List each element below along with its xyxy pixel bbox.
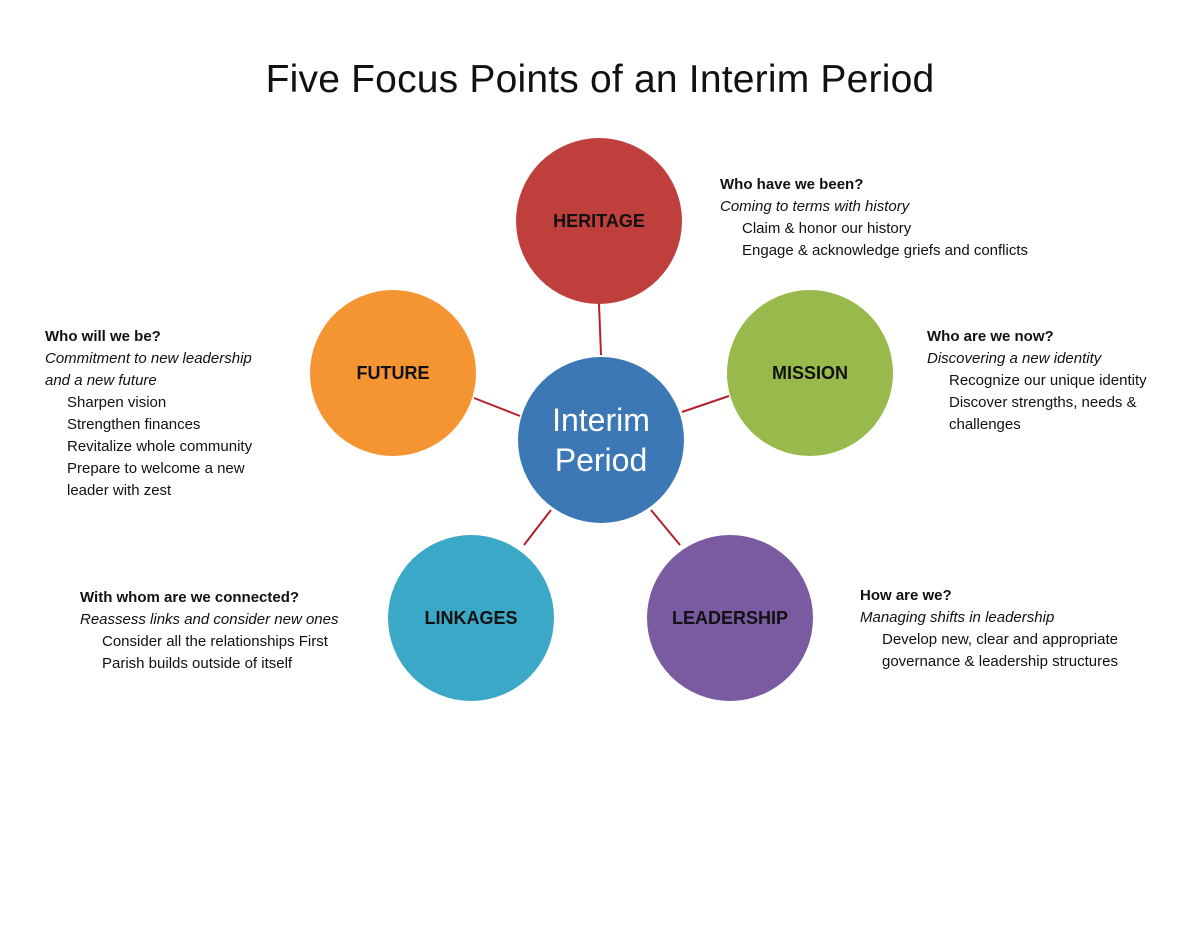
center-label: Interim Period <box>552 402 650 478</box>
heritage-question: Who have we been? <box>720 176 864 193</box>
linkages-circle: LINKAGES <box>388 535 554 701</box>
mission-circle: MISSION <box>727 290 893 456</box>
future-question: Who will we be? <box>45 328 161 345</box>
center-circle: Interim Period <box>518 357 684 523</box>
mission-subtitle: Discovering a new identity <box>927 350 1102 367</box>
leadership-circle: LEADERSHIP <box>647 535 813 701</box>
future-label: FUTURE <box>356 362 430 383</box>
leadership-question: How are we? <box>860 587 952 604</box>
linkages-label: LINKAGES <box>424 607 518 628</box>
linkages-question: With whom are we connected? <box>80 589 300 606</box>
heritage-circle: HERITAGE <box>516 138 682 304</box>
future-subtitle: and a new future <box>45 372 157 389</box>
linkages-item: Parish builds outside of itself <box>102 655 293 672</box>
mission-item: Recognize our unique identity <box>949 372 1147 389</box>
leadership-item: Develop new, clear and appropriate <box>882 631 1118 648</box>
mission-item: Discover strengths, needs & <box>949 394 1137 411</box>
heritage-item: Engage & acknowledge griefs and conflict… <box>742 242 1029 259</box>
heritage-item: Claim & honor our history <box>742 220 912 237</box>
diagram-title: Five Focus Points of an Interim Period <box>265 58 935 101</box>
future-item: Sharpen vision <box>67 394 167 411</box>
heritage-label: HERITAGE <box>553 210 645 231</box>
connector-leadership <box>650 509 681 546</box>
linkages-item: Consider all the relationships First <box>102 633 328 650</box>
future-item: Prepare to welcome a new <box>67 460 245 477</box>
connector-mission <box>681 395 730 413</box>
future-item: Strengthen finances <box>67 416 201 433</box>
heritage-text-block: Who have we been? Coming to terms with h… <box>720 174 1140 262</box>
linkages-text-block: With whom are we connected? Reassess lin… <box>80 587 380 675</box>
mission-question: Who are we now? <box>927 328 1054 345</box>
future-item: Revitalize whole community <box>67 438 253 455</box>
leadership-label: LEADERSHIP <box>671 607 788 628</box>
future-subtitle: Commitment to new leadership <box>45 350 252 367</box>
leadership-text-block: How are we? Managing shifts in leadershi… <box>860 585 1180 673</box>
connector-linkages <box>523 509 552 546</box>
mission-label: MISSION <box>771 362 848 383</box>
leadership-subtitle: Managing shifts in leadership <box>860 609 1055 626</box>
leadership-item: governance & leadership structures <box>882 653 1118 670</box>
future-item: leader with zest <box>67 482 172 499</box>
connector-heritage <box>598 303 602 356</box>
future-circle: FUTURE <box>310 290 476 456</box>
mission-text-block: Who are we now? Discovering a new identi… <box>927 326 1195 436</box>
linkages-subtitle: Reassess links and consider new ones <box>80 611 339 628</box>
connector-future <box>473 397 521 417</box>
future-text-block: Who will we be? Commitment to new leader… <box>45 326 295 502</box>
heritage-subtitle: Coming to terms with history <box>720 198 910 215</box>
mission-item: challenges <box>949 416 1021 433</box>
